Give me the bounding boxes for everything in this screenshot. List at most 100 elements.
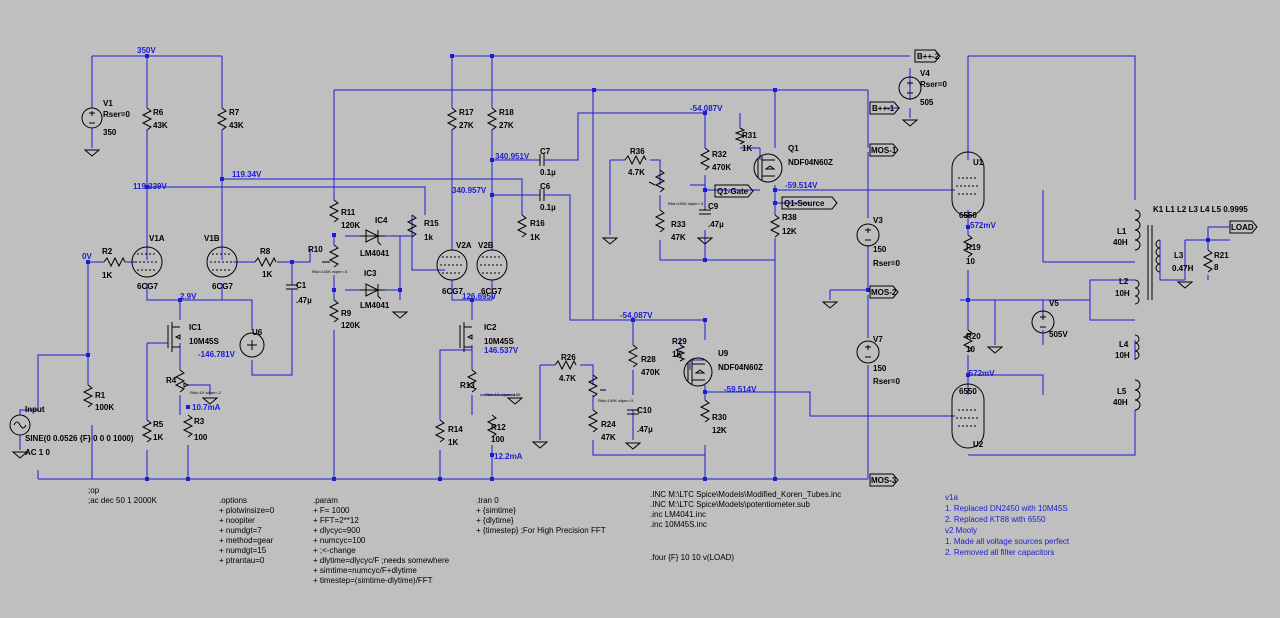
r6-value: 43K <box>153 121 168 130</box>
r10-name: R10 <box>308 245 323 254</box>
v2b-value: 6CG7 <box>481 287 502 296</box>
svg-text:+ timestep=(simtime-dlytime)/F: + timestep=(simtime-dlytime)/FFT <box>313 576 433 585</box>
u9-mosfet-symbol <box>683 357 713 387</box>
r15-resistor <box>406 214 418 238</box>
components <box>9 49 1258 487</box>
svg-text:+ simtime=numcyc/F+dlytime: + simtime=numcyc/F+dlytime <box>313 566 417 575</box>
ic4-name: IC4 <box>375 216 388 225</box>
r14-name: R14 <box>448 425 463 434</box>
r13-value: Rtot=1K wiper=.185 <box>485 392 521 397</box>
r28-name: R28 <box>641 355 656 364</box>
r19-value: 10 <box>966 257 975 266</box>
svg-text:+ {timestep} ;For High Precisi: + {timestep} ;For High Precision FFT <box>476 526 606 535</box>
net-572b: -572mV <box>966 369 995 378</box>
r18-name: R18 <box>499 108 514 117</box>
svg-text:+ noopiter: + noopiter <box>219 516 255 525</box>
ic2-mosfet-symbol <box>459 322 473 352</box>
r16-resistor <box>516 214 528 238</box>
r3-value: 100 <box>194 433 208 442</box>
v2a-value: 6CG7 <box>442 287 463 296</box>
r2-name: R2 <box>102 247 113 256</box>
r33-name: R33 <box>671 220 686 229</box>
four-directive: .four {F} 10 10 v(LOAD) <box>650 553 734 562</box>
r13-name: R13 <box>460 381 475 390</box>
v5-source-symbol <box>1031 310 1055 334</box>
svg-text:.inc LM4041.inc: .inc LM4041.inc <box>650 510 706 519</box>
v2a-name: V2A <box>456 241 472 250</box>
op-block: ;op ;ac dec 50 1 2000K <box>88 486 158 505</box>
flag-load: LOAD <box>1231 223 1254 232</box>
l4-value: 10H <box>1115 351 1130 360</box>
l2-name: L2 <box>1119 277 1129 286</box>
r30-resistor <box>699 399 711 423</box>
svg-text:+ FFT=2**12: + FFT=2**12 <box>313 516 359 525</box>
pot2-value: Rtot=100K wiper=.5 <box>598 398 634 403</box>
r5-resistor <box>141 419 153 443</box>
svg-text:.tran 0: .tran 0 <box>476 496 499 505</box>
options-block: .options + plotwinsize=0 + noopiter + nu… <box>219 496 275 565</box>
net-59a: -59.514V <box>785 181 818 190</box>
r31-name: R31 <box>742 131 757 140</box>
svg-text:.INC M:\LTC Spice\Models\poten: .INC M:\LTC Spice\Models\potentiometer.s… <box>650 500 810 509</box>
r30-name: R30 <box>712 413 727 422</box>
v7-name: V7 <box>873 335 883 344</box>
r17-resistor <box>446 107 458 131</box>
v1-name: V1 <box>103 99 113 108</box>
svg-text:+ ;<-change: + ;<-change <box>313 546 356 555</box>
r2-value: 1K <box>102 271 112 280</box>
l5-value: 40H <box>1113 398 1128 407</box>
r14-resistor <box>434 419 446 443</box>
r28-resistor <box>627 344 639 368</box>
r4-name: R4 <box>166 376 177 385</box>
v7-value: 150 <box>873 364 887 373</box>
r2-resistor <box>103 256 126 268</box>
v1a-name: V1A <box>149 234 165 243</box>
r26-resistor <box>554 359 577 371</box>
param-block: .param + F= 1000 + FFT=2**12 + dlycyc=90… <box>313 496 450 585</box>
svg-text:+ ptrantau=0: + ptrantau=0 <box>219 556 265 565</box>
k1-directive: K1 L1 L2 L3 L4 L5 0.9995 <box>1153 205 1248 214</box>
r5-value: 1K <box>153 433 163 442</box>
v4-value: 505 <box>920 98 934 107</box>
r16-value: 1K <box>530 233 540 242</box>
r3-name: R3 <box>194 417 205 426</box>
input-param: SINE(0 0.0526 {F} 0 0 0 1000) <box>25 434 134 443</box>
u6-symbol <box>239 332 265 358</box>
svg-text:;op: ;op <box>88 486 100 495</box>
r9-resistor <box>328 299 340 323</box>
l1-inductor <box>1134 209 1141 251</box>
v2b-name: V2B <box>478 241 494 250</box>
r36-name: R36 <box>630 147 645 156</box>
r7-name: R7 <box>229 108 240 117</box>
svg-text:+ numdgt=7: + numdgt=7 <box>219 526 262 535</box>
r30-value: 12K <box>712 426 727 435</box>
v3-name: V3 <box>873 216 883 225</box>
r10-pot <box>322 244 340 268</box>
q1-value: NDF04N60Z <box>788 158 833 167</box>
v3-value: 150 <box>873 245 887 254</box>
v1-param: Rser=0 <box>103 110 130 119</box>
net-10-7ma: 10.7mA <box>192 403 221 412</box>
u6-name: U6 <box>252 328 263 337</box>
u1-tube-symbol <box>951 151 985 217</box>
svg-text:+ method=gear: + method=gear <box>219 536 274 545</box>
r8-value: 1K <box>262 270 272 279</box>
u9-name: U9 <box>718 349 729 358</box>
q1-name: Q1 <box>788 144 799 153</box>
net-54a: -54.087V <box>690 104 723 113</box>
c7-name: C7 <box>540 147 551 156</box>
ic3-name: IC3 <box>364 269 377 278</box>
ic2-name: IC2 <box>484 323 497 332</box>
r13-pot <box>466 369 478 393</box>
svg-text:+ F= 1000: + F= 1000 <box>313 506 350 515</box>
r7-resistor <box>216 107 228 131</box>
v4-param: Rser=0 <box>920 80 947 89</box>
net-0v: 0V <box>82 252 92 261</box>
u2-name: U2 <box>973 440 984 449</box>
svg-text:+ dlytime=dlycyc/F ;needs some: + dlytime=dlycyc/F ;needs somewhere <box>313 556 450 565</box>
r12-resistor <box>486 414 498 438</box>
c9-name: C9 <box>708 202 719 211</box>
svg-text:+ {dlytime}: + {dlytime} <box>476 516 514 525</box>
net-126v: 126.695V <box>462 292 497 301</box>
r12-value: 100 <box>491 435 505 444</box>
